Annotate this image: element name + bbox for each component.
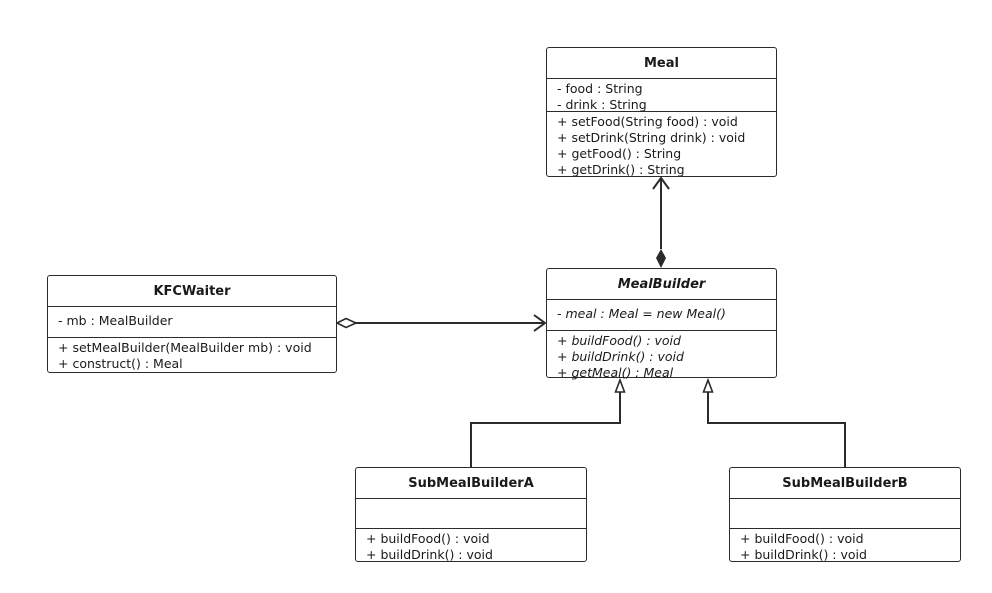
operation-section: + buildFood() : void + buildDrink() : vo… (356, 528, 586, 563)
generalization-edge-b (702, 377, 846, 467)
attribute: - drink : String (557, 97, 647, 112)
operation: + buildFood() : void (557, 333, 681, 348)
generalization-edge-a (470, 377, 626, 467)
attribute-section (356, 499, 586, 528)
operation-section: + buildFood() : void + buildDrink() : vo… (730, 528, 960, 563)
aggregation-edge (335, 314, 547, 332)
hollow-triangle (614, 377, 626, 393)
open-arrowhead (533, 314, 547, 332)
attribute-section: - mb : MealBuilder (48, 307, 336, 337)
operation: + buildDrink() : void (740, 547, 867, 562)
operation: + buildDrink() : void (557, 349, 684, 364)
operation-section: + setMealBuilder(MealBuilder mb) : void … (48, 337, 336, 372)
operation: + getFood() : String (557, 146, 682, 161)
operation: + setFood(String food) : void (557, 114, 738, 129)
class-submealbuildera[interactable]: SubMealBuilderA + buildFood() : void + b… (355, 467, 587, 562)
hollow-triangle (702, 377, 714, 393)
class-name: Meal (547, 48, 776, 79)
operation-section: + setFood(String food) : void + setDrink… (547, 111, 776, 178)
attribute-section: - food : String - drink : String (547, 79, 776, 112)
attribute-section: - meal : Meal = new Meal() (547, 300, 776, 330)
operation: + getDrink() : String (557, 162, 685, 177)
class-meal[interactable]: Meal - food : String - drink : String + … (546, 47, 777, 177)
open-arrowhead (652, 176, 670, 190)
attribute: - meal : Meal = new Meal() (557, 306, 726, 321)
class-name: SubMealBuilderB (730, 468, 960, 499)
attribute-section (730, 499, 960, 528)
attribute: - food : String (557, 81, 643, 96)
composition-edge (652, 176, 670, 268)
operation: + setMealBuilder(MealBuilder mb) : void (58, 340, 312, 355)
operation: + construct() : Meal (58, 356, 183, 371)
class-submealbuilderb[interactable]: SubMealBuilderB + buildFood() : void + b… (729, 467, 961, 562)
filled-diamond (656, 249, 666, 268)
operation: + setDrink(String drink) : void (557, 130, 746, 145)
class-kfcwaiter[interactable]: KFCWaiter - mb : MealBuilder + setMealBu… (47, 275, 337, 373)
hollow-diamond (335, 317, 358, 329)
operation: + buildFood() : void (366, 531, 490, 546)
operation: + buildFood() : void (740, 531, 864, 546)
class-name: KFCWaiter (48, 276, 336, 307)
operation: + getMeal() : Meal (557, 365, 674, 380)
class-name: SubMealBuilderA (356, 468, 586, 499)
class-mealbuilder[interactable]: MealBuilder - meal : Meal = new Meal() +… (546, 268, 777, 381)
attribute: - mb : MealBuilder (58, 313, 173, 328)
operation-section: + buildFood() : void + buildDrink() : vo… (547, 330, 776, 381)
operation: + buildDrink() : void (366, 547, 493, 562)
class-name: MealBuilder (547, 269, 776, 300)
